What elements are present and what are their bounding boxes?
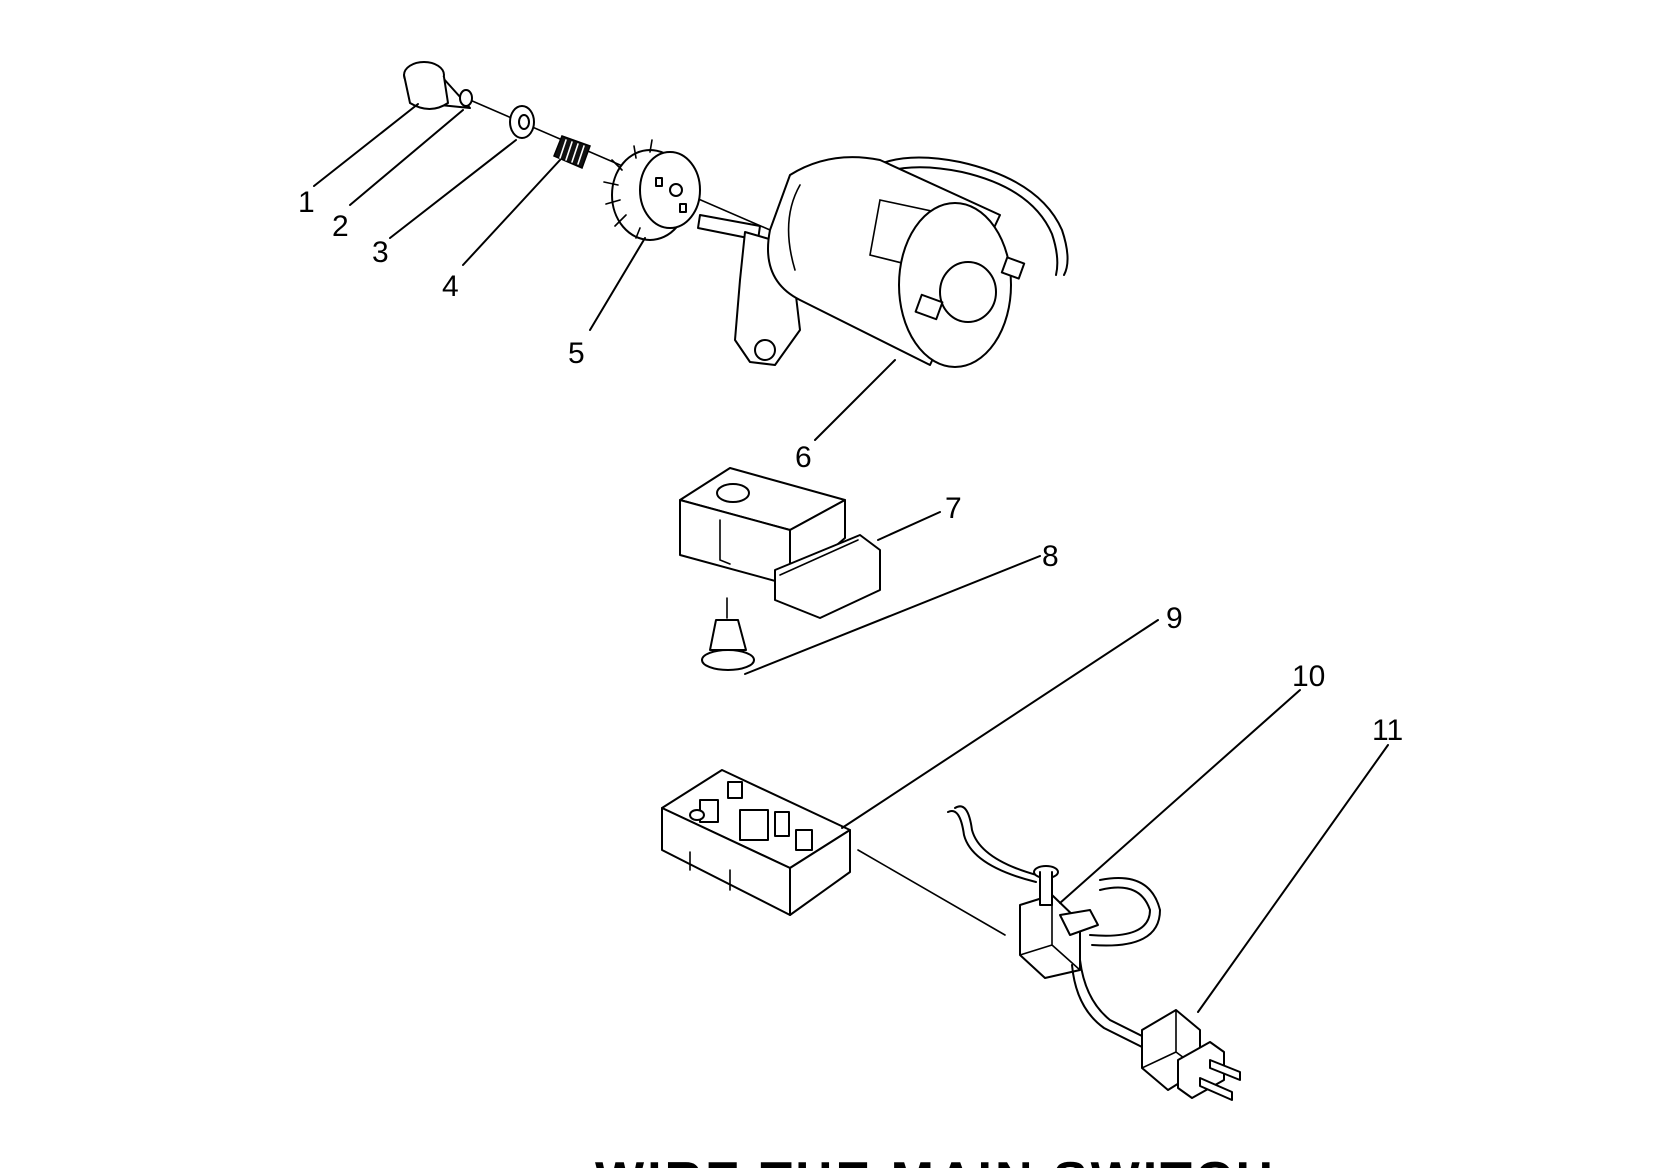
callout-10: 10 [1292, 660, 1325, 693]
callout-5: 5 [568, 337, 585, 370]
part-1-cap [403, 61, 471, 110]
callout-7: 7 [945, 492, 962, 525]
callout-4: 4 [442, 270, 459, 303]
leader-lines [313, 103, 1389, 1013]
leader-10 [1059, 689, 1301, 904]
callout-2: 2 [332, 210, 349, 243]
part-11-plug [1071, 959, 1241, 1101]
part-6-motor [697, 156, 1069, 368]
callout-labels: 1 2 3 4 5 6 7 8 9 10 11 [298, 186, 1403, 747]
leader-7 [877, 511, 941, 541]
leader-2 [349, 109, 464, 206]
leader-11 [1197, 744, 1389, 1013]
part-8-foot [701, 597, 755, 671]
callout-11: 11 [1372, 714, 1403, 747]
callout-8: 8 [1042, 540, 1059, 573]
leader-9 [841, 619, 1159, 829]
part-10-switch [947, 805, 1162, 979]
part-7-cover [679, 467, 881, 619]
part-2-ring [459, 89, 473, 107]
part-4-spring [553, 135, 591, 170]
leader-1 [313, 103, 419, 187]
leader-4 [462, 159, 561, 266]
leader-3 [389, 139, 517, 239]
part-5-fan [603, 139, 701, 241]
part-3-washer [509, 105, 535, 139]
callout-9: 9 [1166, 602, 1183, 635]
footer-title-cutoff: WIRE THE MAIN SWITCH [595, 1152, 1276, 1168]
leader-6 [814, 359, 896, 441]
callout-1: 1 [298, 186, 315, 219]
callout-6: 6 [795, 441, 812, 474]
callout-3: 3 [372, 236, 389, 269]
connector-line [857, 849, 1006, 936]
part-9-switch-box [661, 769, 851, 916]
leader-5 [589, 237, 646, 331]
leader-8 [744, 555, 1041, 675]
